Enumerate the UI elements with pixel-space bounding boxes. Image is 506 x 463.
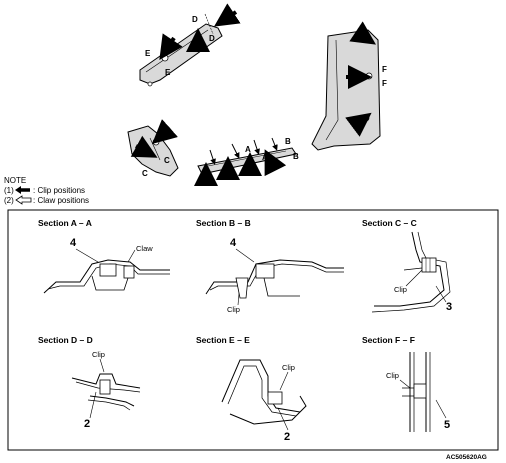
note-title: NOTE	[4, 176, 26, 185]
section-dd-callout: Clip	[92, 350, 105, 359]
section-cut-d	[204, 13, 214, 35]
label-f1: F	[382, 65, 387, 74]
clip-arrows-side	[130, 119, 178, 158]
section-ee-part: 2	[284, 431, 290, 443]
section-aa-callout: Claw	[136, 244, 153, 253]
clip-arrowhead-icon	[15, 186, 21, 194]
label-f2: F	[382, 79, 387, 88]
label-b2: B	[293, 152, 299, 161]
section-aa-title: Section A – A	[38, 218, 92, 228]
legend: NOTE (1) : Clip positions (2) : Claw pos…	[4, 176, 89, 205]
section-bb: Section B – B 4 Clip	[196, 218, 344, 314]
label-e2: E	[165, 68, 171, 77]
label-d2: D	[209, 34, 215, 43]
note-line2-text: : Claw positions	[33, 196, 89, 205]
section-bb-callout: Clip	[227, 305, 240, 314]
label-d1: D	[192, 15, 198, 24]
label-e1: E	[145, 49, 151, 58]
tall-pillar-trim	[311, 29, 381, 151]
section-cc-part: 3	[446, 301, 452, 313]
section-dd-part: 2	[84, 418, 90, 430]
section-ee: Section E – E Clip 2	[196, 335, 307, 443]
side-trim-piece	[127, 125, 179, 177]
note-line2-num: (2)	[4, 196, 14, 205]
section-cc: Section C – C 3 Clip	[362, 218, 452, 313]
section-ee-callout: Clip	[282, 363, 295, 372]
clip-arrows-upper	[159, 3, 241, 60]
section-ff-title: Section F – F	[362, 335, 415, 345]
section-ff-callout: Clip	[386, 371, 399, 380]
figure-code: AC505620AG	[446, 454, 487, 461]
section-aa: Section A – A 4 Claw	[38, 218, 170, 294]
clip-arrows-pillar	[345, 21, 376, 137]
claw-arrow-icon	[15, 195, 32, 205]
section-aa-part: 4	[70, 237, 77, 249]
section-ee-title: Section E – E	[196, 335, 250, 345]
label-b1: B	[285, 137, 291, 146]
section-dd: Section D – D Clip 2	[38, 335, 141, 430]
section-ff-part: 5	[444, 419, 450, 431]
claw-arrows-lower	[209, 137, 278, 165]
section-bb-title: Section B – B	[196, 218, 251, 228]
label-a1: A	[245, 145, 251, 154]
section-cc-callout: Clip	[394, 285, 407, 294]
note-line1-text: : Clip positions	[33, 186, 85, 195]
section-dd-title: Section D – D	[38, 335, 93, 345]
note-line1-num: (1)	[4, 186, 14, 195]
section-ff: Section F – F Clip 5	[362, 335, 450, 432]
sections-frame	[7, 209, 499, 451]
label-c2: C	[142, 169, 148, 178]
label-a2: A	[262, 153, 268, 162]
section-cc-title: Section C – C	[362, 218, 417, 228]
section-bb-part: 4	[230, 237, 237, 249]
clip-arrows-lower	[194, 149, 287, 186]
label-c1: C	[164, 156, 170, 165]
